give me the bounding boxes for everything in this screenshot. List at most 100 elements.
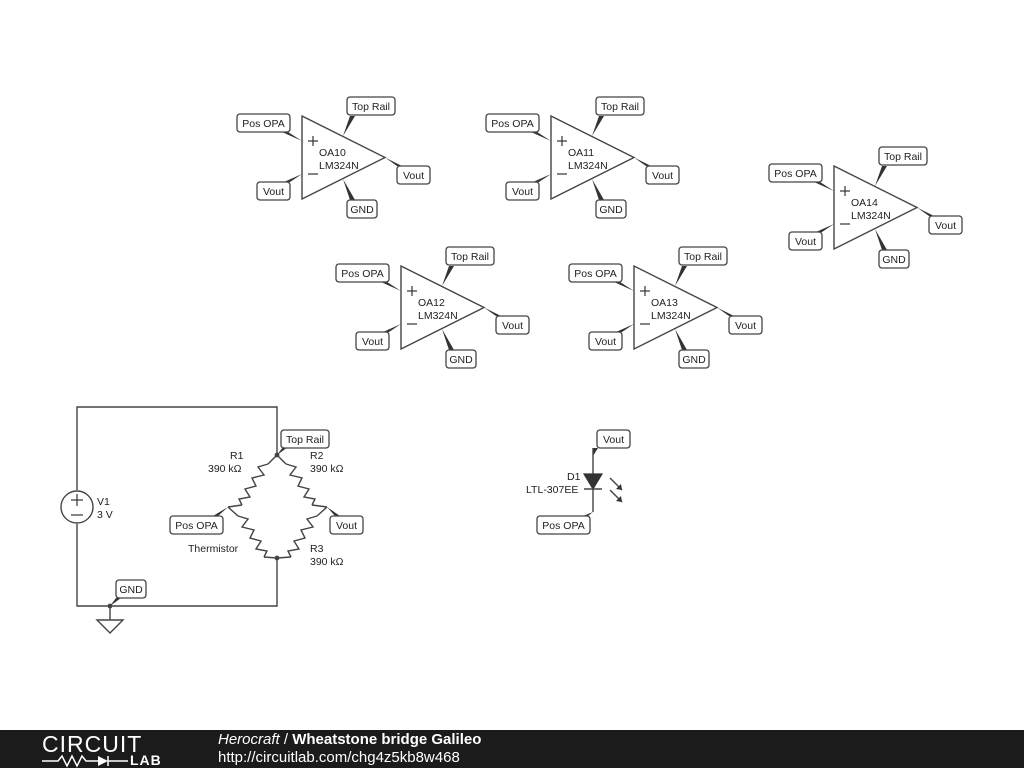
svg-text:GND: GND [449,354,473,366]
svg-text:GND: GND [599,204,623,216]
r1-ref: R1 [230,450,244,462]
d1-part: LTL-307EE [526,484,578,496]
net-label-top-rail[interactable]: Top Rail [442,246,495,286]
circuitlab-logo[interactable]: CIRCUIT LAB [42,731,176,768]
resistor-diode-logo-icon [42,754,128,768]
svg-text:Top Rail: Top Rail [451,251,489,263]
ground-symbol [95,606,125,634]
light-rays-icon [609,477,623,503]
svg-text:Top Rail: Top Rail [286,434,324,446]
net-label-vout-out[interactable]: Vout [717,307,763,335]
d1-ref: D1 [567,471,581,483]
opamp-ref: OA11 [568,147,594,159]
svg-text:Vout: Vout [502,320,523,332]
svg-text:Top Rail: Top Rail [684,251,722,263]
net-label-pos-opa[interactable]: Pos OPA [236,113,302,141]
node-dot-bottom [274,555,280,561]
opamp-part: LM324N [651,310,691,322]
net-label-gnd[interactable]: GND [442,329,477,369]
net-label-vout-in[interactable]: Vout [505,174,551,201]
net-label-vout-out[interactable]: Vout [917,207,963,235]
svg-text:Pos OPA: Pos OPA [574,268,616,280]
logo-text-lab: LAB [130,752,162,768]
net-label-pos-opa-led[interactable]: Pos OPA [536,512,593,535]
net-label-pos-opa[interactable]: Pos OPA [768,163,834,191]
opamp-part: LM324N [418,310,458,322]
net-label-pos-opa[interactable]: Pos OPA [485,113,551,141]
net-label-top-rail[interactable]: Top Rail [592,96,645,136]
r3-value: 390 kΩ [310,556,344,568]
net-label-pos-opa[interactable]: Pos OPA [169,507,228,535]
net-label-vout-in[interactable]: Vout [355,324,401,351]
net-label-vout-in[interactable]: Vout [788,224,834,251]
thermistor-label: Thermistor [188,543,239,555]
svg-text:Top Rail: Top Rail [884,151,922,163]
svg-text:Vout: Vout [403,170,424,182]
svg-text:Pos OPA: Pos OPA [175,520,217,532]
led-d1[interactable]: Vout D1 LTL-307EE Pos OPA [526,429,631,535]
net-label-gnd[interactable]: GND [110,579,147,606]
net-label-vout-led[interactable]: Vout [593,429,631,456]
net-label-vout-in[interactable]: Vout [256,174,302,201]
svg-text:GND: GND [882,254,906,266]
voltage-source-v1[interactable] [60,490,94,524]
svg-text:Vout: Vout [735,320,756,332]
r2-value: 390 kΩ [310,463,344,475]
r2-ref: R2 [310,450,324,462]
net-label-gnd[interactable]: GND [343,179,378,219]
svg-text:Vout: Vout [652,170,673,182]
svg-text:Vout: Vout [603,434,624,446]
opamp-ref: OA10 [319,147,346,159]
net-label-pos-opa[interactable]: Pos OPA [335,263,401,291]
schematic-url[interactable]: http://circuitlab.com/chg4z5kb8w468 [218,749,460,766]
net-label-top-rail[interactable]: Top Rail [277,429,330,455]
net-label-top-rail[interactable]: Top Rail [875,146,928,186]
v1-ref: V1 [97,496,110,508]
footer-bar: CIRCUIT LAB Herocraft / Wheatstone bridg… [0,730,1024,768]
opamp-part: LM324N [568,160,608,172]
logo-text-circuit: CIRCUIT [42,731,143,757]
svg-text:Vout: Vout [795,236,816,248]
net-label-pos-opa[interactable]: Pos OPA [568,263,634,291]
svg-text:Vout: Vout [362,336,383,348]
svg-text:Pos OPA: Pos OPA [774,168,816,180]
net-label-gnd[interactable]: GND [592,179,627,219]
svg-text:Vout: Vout [935,220,956,232]
title-separator: / [279,731,293,748]
svg-text:Top Rail: Top Rail [352,101,390,113]
net-label-top-rail[interactable]: Top Rail [675,246,728,286]
net-label-vout-in[interactable]: Vout [588,324,634,351]
net-label-vout-out[interactable]: Vout [634,157,680,185]
r3-ref: R3 [310,543,324,555]
svg-text:Top Rail: Top Rail [601,101,639,113]
svg-text:Pos OPA: Pos OPA [242,118,284,130]
wheatstone-bridge: V1 3 V R1 390 kΩ R2 390 kΩ R3 3 [60,406,364,634]
svg-text:GND: GND [350,204,374,216]
opamp-part: LM324N [319,160,359,172]
svg-text:Pos OPA: Pos OPA [491,118,533,130]
net-label-vout-out[interactable]: Vout [484,307,530,335]
author-link[interactable]: Herocraft [218,731,280,748]
schematic-title: Herocraft / Wheatstone bridge Galileo [218,731,481,749]
svg-text:Vout: Vout [512,186,533,198]
net-label-gnd[interactable]: GND [875,229,910,269]
v1-value: 3 V [97,509,113,521]
net-label-gnd[interactable]: GND [675,329,710,369]
svg-text:Pos OPA: Pos OPA [341,268,383,280]
net-label-top-rail[interactable]: Top Rail [343,96,396,136]
net-label-vout[interactable]: Vout [327,507,364,535]
loop-wire-bottom [76,524,278,607]
net-label-vout-out[interactable]: Vout [385,157,431,185]
opamp-ref: OA14 [851,197,878,209]
svg-text:GND: GND [682,354,706,366]
svg-text:GND: GND [119,584,143,596]
svg-text:Vout: Vout [263,186,284,198]
svg-text:Vout: Vout [336,520,357,532]
project-title[interactable]: Wheatstone bridge Galileo [292,731,482,748]
